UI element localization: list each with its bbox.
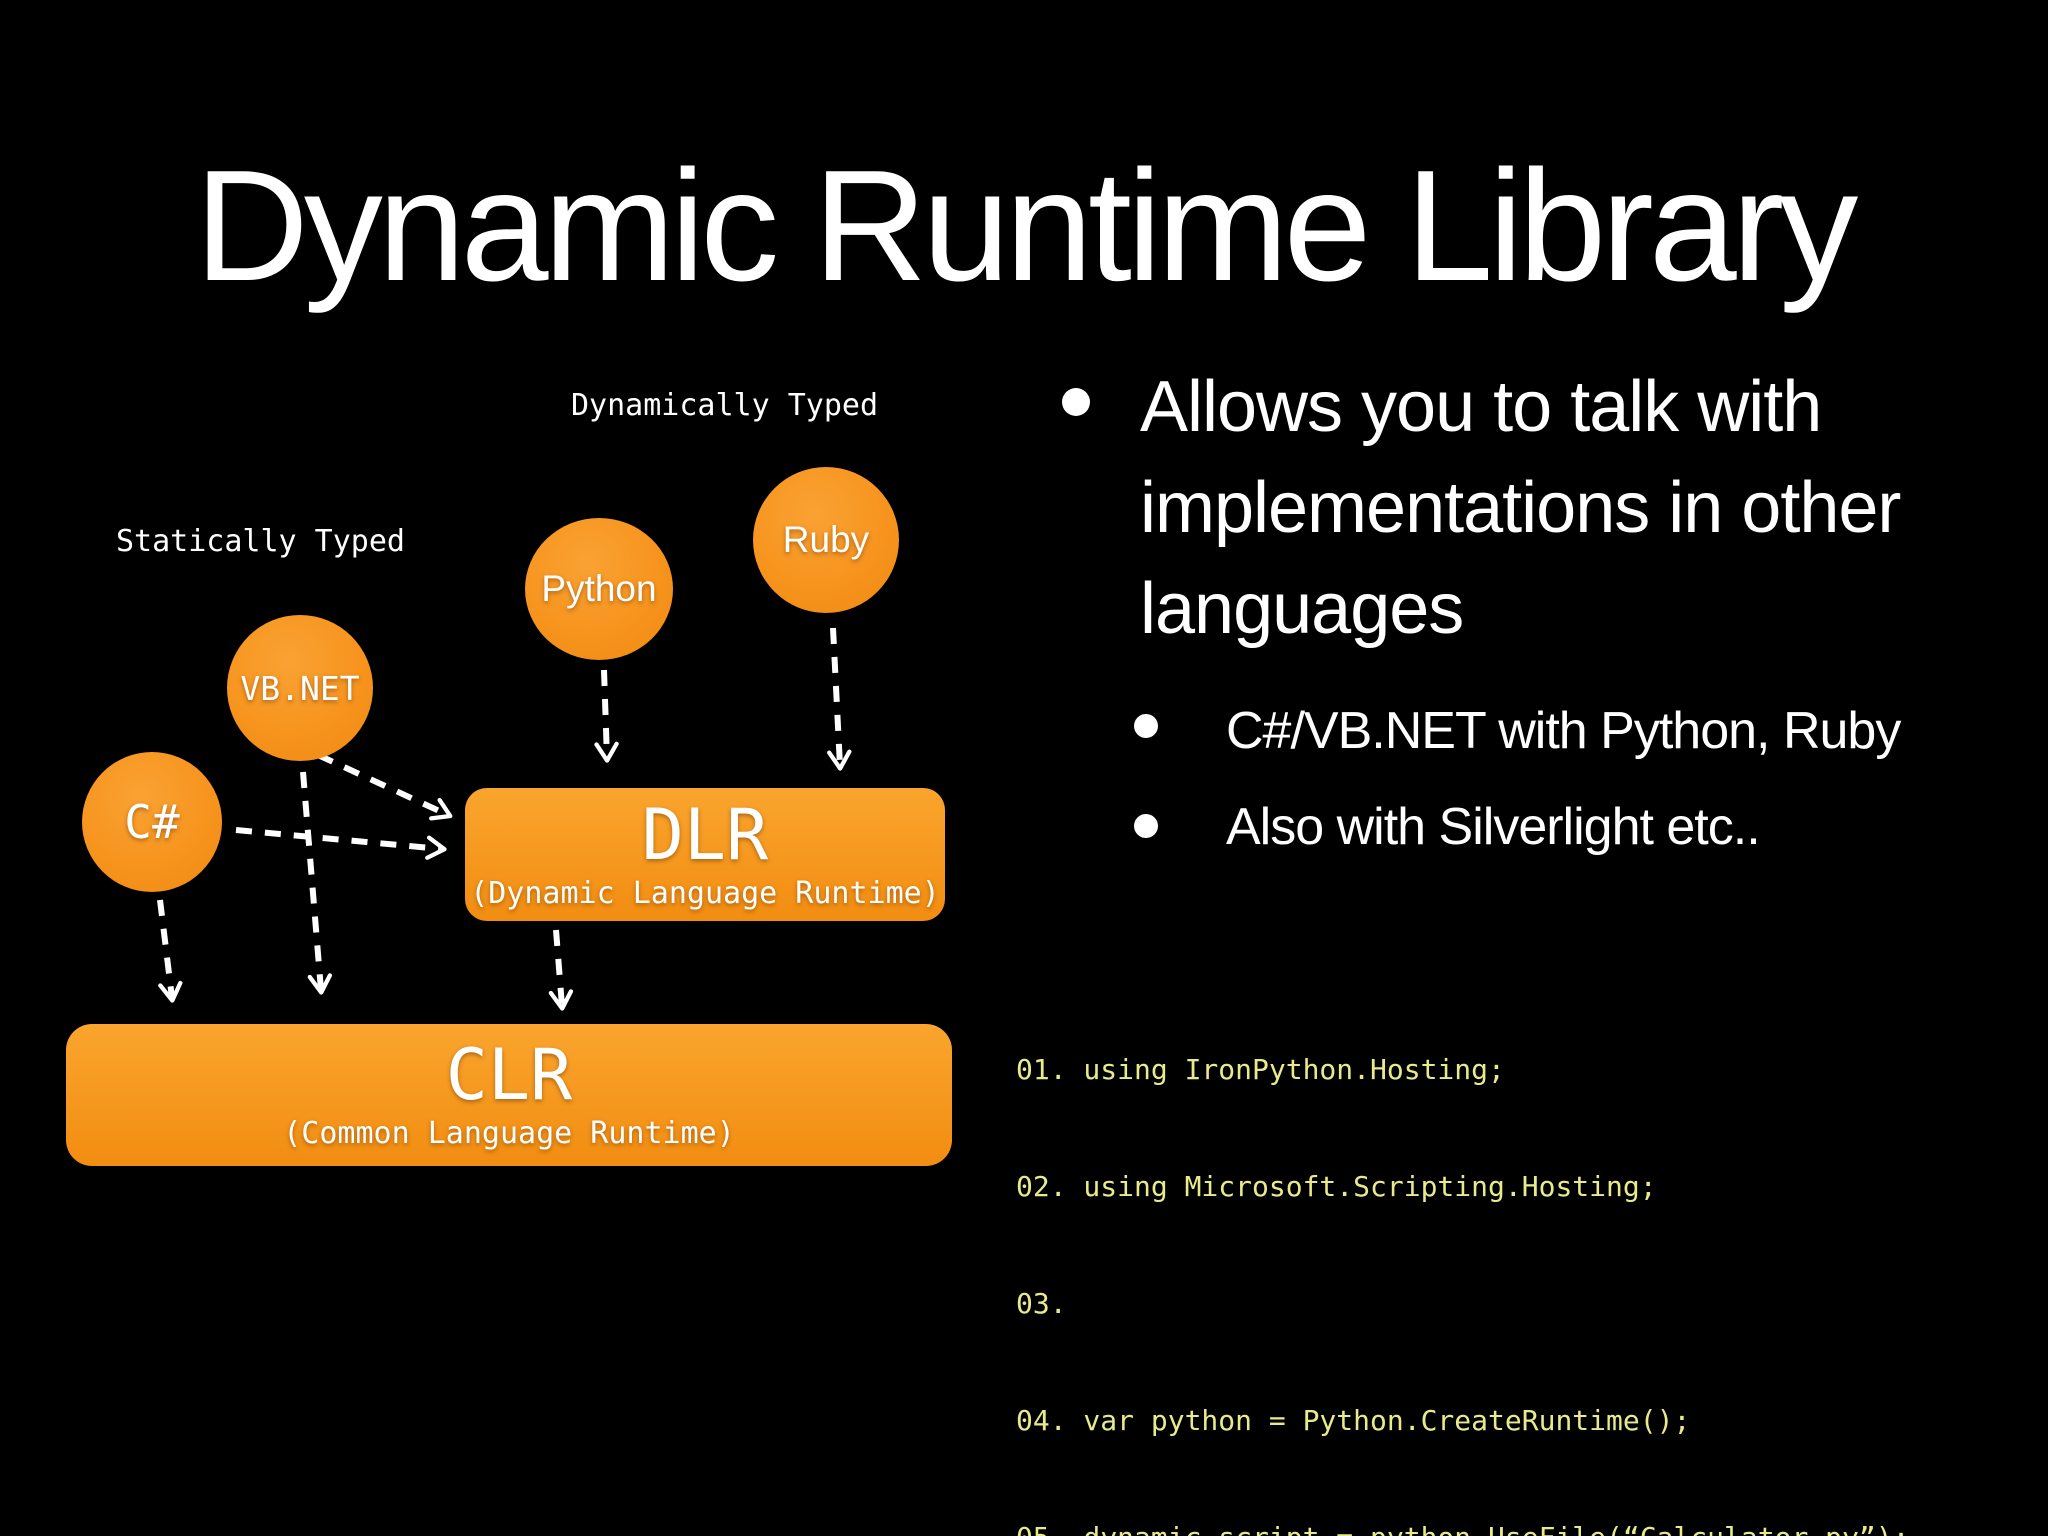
node-ruby-label: Ruby: [782, 519, 870, 560]
sub-bullet-icon: [1134, 814, 1158, 838]
code-line: 01. using IronPython.Hosting;: [1016, 1053, 1505, 1086]
arrow-ruby-to-dlr: [827, 627, 852, 771]
sub-bullet-text: Also with Silverlight etc..: [1226, 798, 1761, 856]
code-line: 04. var python = Python.CreateRuntime();: [1016, 1404, 1691, 1437]
sub-bullet-text: C#/VB.NET with Python, Ruby: [1226, 702, 1901, 760]
label-statically-typed: Statically Typed: [116, 524, 405, 559]
main-bullet-icon: [1062, 388, 1090, 416]
node-csharp: C#: [82, 752, 222, 892]
arrow-vbnet-to-clr: [300, 771, 333, 995]
box-clr: CLR (Common Language Runtime): [66, 1024, 952, 1166]
code-line: 03.: [1016, 1287, 1067, 1320]
arrow-csharp-to-clr: [157, 899, 183, 1003]
node-python-label: Python: [541, 568, 657, 609]
dlr-caption: (Dynamic Language Runtime): [470, 875, 940, 911]
arrow-vbnet-to-dlr: [316, 752, 453, 821]
node-csharp-label: C#: [124, 795, 180, 849]
code-line: 02. using Microsoft.Scripting.Hosting;: [1016, 1170, 1657, 1203]
node-vbnet: VB.NET: [227, 615, 373, 761]
node-vbnet-label: VB.NET: [240, 668, 360, 708]
arrow-python-to-dlr: [594, 669, 619, 763]
main-bullet-line: languages: [1140, 569, 1464, 649]
label-dynamically-typed: Dynamically Typed: [571, 388, 879, 423]
code-line: 05. dynamic script = python.UseFile(“Cal…: [1016, 1518, 1994, 1536]
sub-bullet-icon: [1134, 714, 1158, 738]
main-bullet-line: implementations in other: [1140, 468, 1901, 548]
clr-abbr: CLR: [445, 1034, 573, 1116]
box-dlr: DLR (Dynamic Language Runtime): [465, 788, 945, 921]
slide-title: Dynamic Runtime Library: [194, 137, 1859, 314]
main-bullet-line: Allows you to talk with: [1140, 367, 1822, 447]
node-python: Python: [525, 518, 673, 660]
main-bullet-text: Allows you to talk with implementations …: [1140, 357, 1901, 660]
clr-caption: (Common Language Runtime): [283, 1116, 735, 1151]
arrow-dlr-to-clr: [548, 929, 574, 1011]
code-listing: 01. using IronPython.Hosting; 02. using …: [1016, 972, 1994, 1536]
node-ruby: Ruby: [753, 467, 899, 613]
dlr-abbr: DLR: [641, 793, 769, 876]
arrow-csharp-to-dlr: [235, 827, 447, 860]
